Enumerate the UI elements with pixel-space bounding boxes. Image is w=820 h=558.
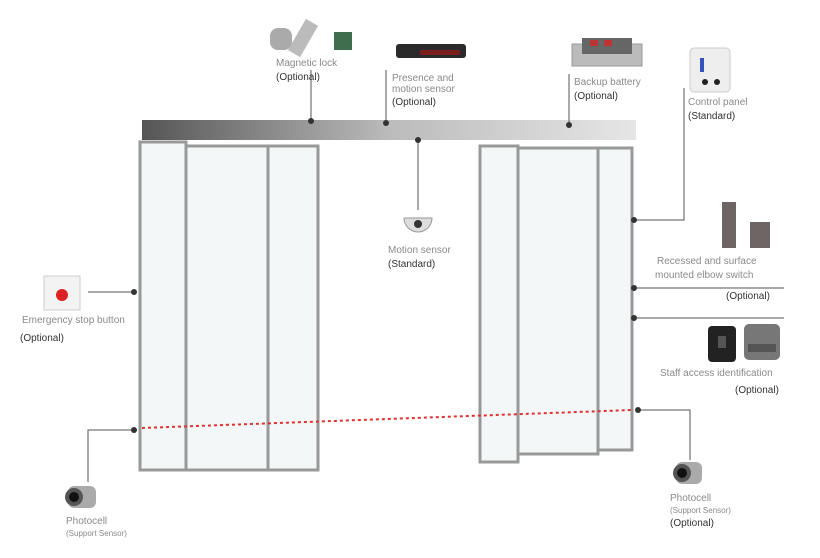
photocell-left-icon xyxy=(65,486,96,508)
motion-sensor-label: Motion sensor xyxy=(388,245,451,256)
elbow-switch-label-1: Recessed and surface xyxy=(657,256,757,267)
photocell-beam xyxy=(141,409,633,429)
presence-sensor-status: (Optional) xyxy=(392,97,436,108)
elbow-switch-status: (Optional) xyxy=(726,291,770,302)
right-door xyxy=(478,144,634,464)
motion-sensor-icon xyxy=(403,217,433,233)
emergency-stop-icon xyxy=(43,275,81,311)
magnetic-lock-status: (Optional) xyxy=(276,72,320,83)
door-header xyxy=(142,120,636,140)
photocell-right-icon xyxy=(673,462,702,484)
staff-access-icon xyxy=(708,324,780,362)
left-door xyxy=(138,140,320,472)
emergency-stop-status: (Optional) xyxy=(20,333,64,344)
magnetic-lock-icon xyxy=(270,18,352,58)
backup-battery-icon xyxy=(571,38,643,67)
backup-battery-status: (Optional) xyxy=(574,91,618,102)
connection-dots xyxy=(131,118,641,433)
photocell-right-label: Photocell xyxy=(670,493,712,504)
control-panel-status: (Standard) xyxy=(688,111,736,122)
photocell-left-label: Photocell xyxy=(66,516,108,527)
motion-sensor-status: (Standard) xyxy=(388,259,436,270)
staff-access-label: Staff access identification xyxy=(660,368,773,379)
photocell-right-sub: (Support Sensor) xyxy=(670,506,731,515)
elbow-switch-icon xyxy=(722,202,770,248)
staff-access-status: (Optional) xyxy=(735,385,779,396)
photocell-left-sub: (Support Sensor) xyxy=(66,529,127,538)
presence-sensor-label-1: Presence and xyxy=(392,73,454,84)
control-panel-icon xyxy=(689,47,731,93)
backup-battery-label: Backup battery xyxy=(574,77,641,88)
emergency-stop-label: Emergency stop button xyxy=(22,315,125,326)
elbow-switch-label-2: mounted elbow switch xyxy=(655,270,754,281)
magnetic-lock-label: Magnetic lock xyxy=(276,58,338,69)
leader-lines xyxy=(87,70,784,482)
control-panel-label: Control panel xyxy=(688,97,748,108)
presence-sensor-icon xyxy=(396,44,466,58)
photocell-right-status: (Optional) xyxy=(670,518,714,529)
presence-sensor-label-2: motion sensor xyxy=(392,84,455,95)
